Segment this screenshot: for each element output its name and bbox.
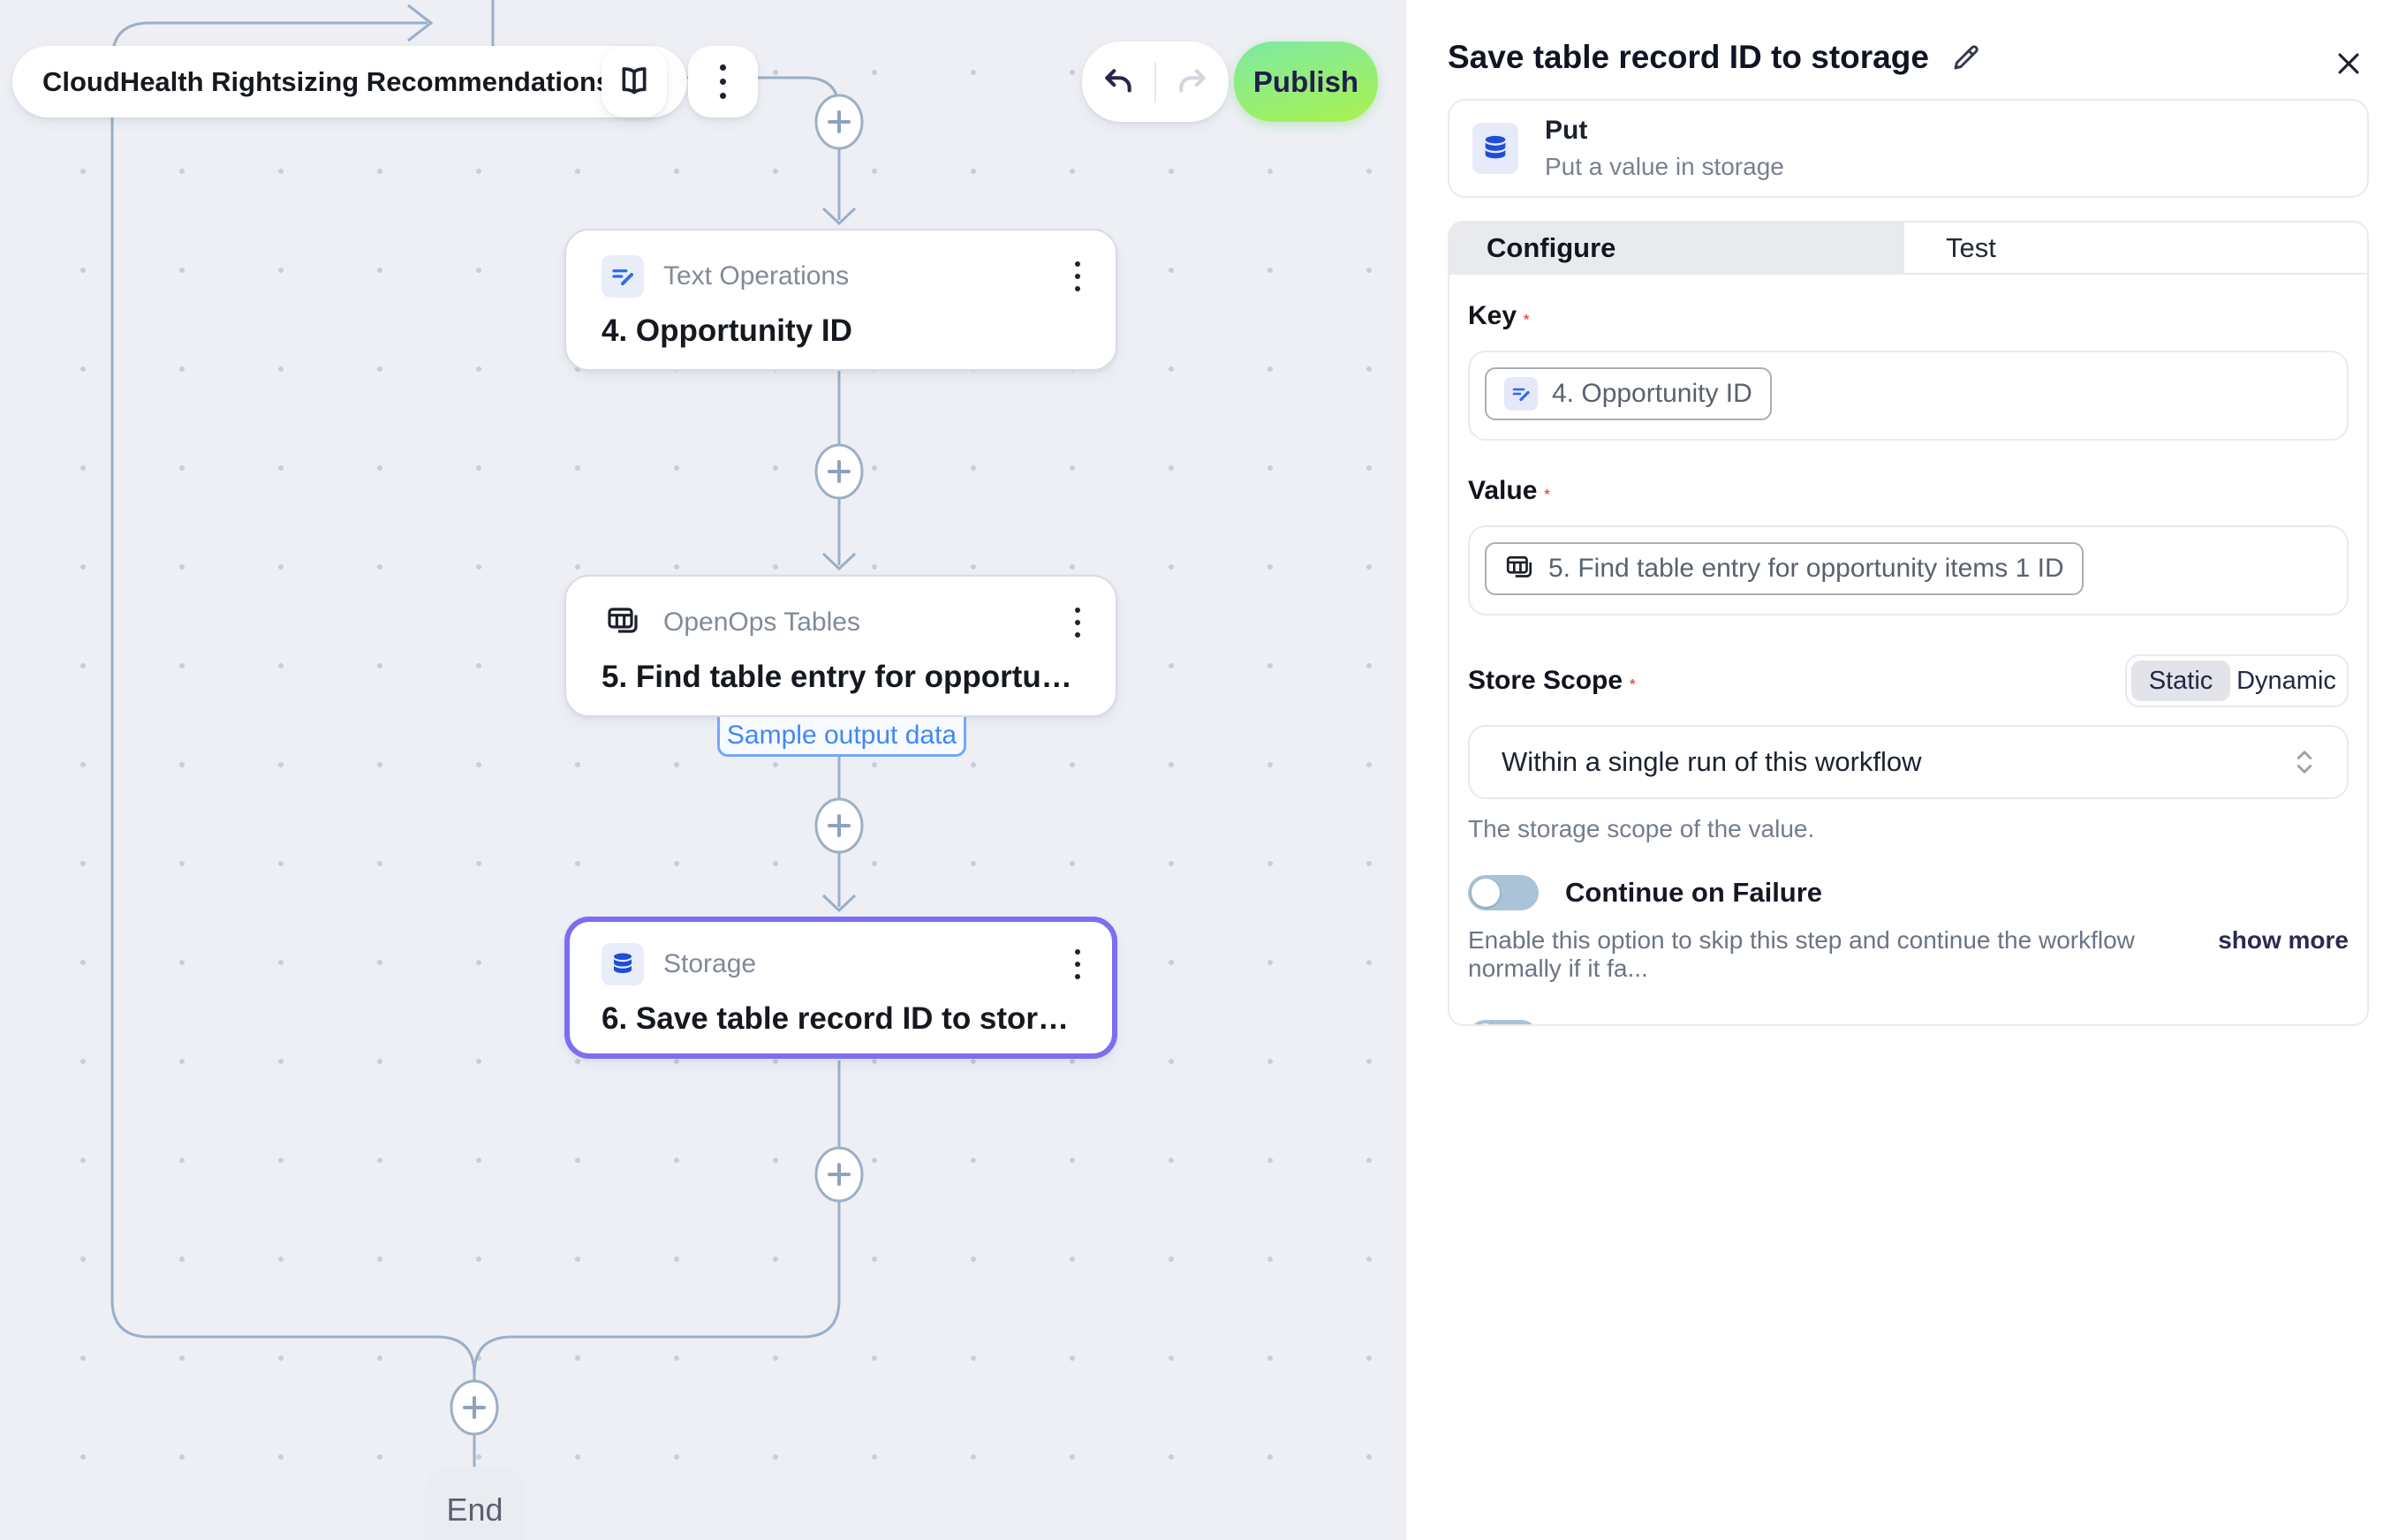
step-settings-panel: Save table record ID to storage Put Put …: [1405, 0, 2391, 1540]
node-title: 4. Opportunity ID: [602, 313, 852, 348]
publish-button[interactable]: Publish: [1234, 42, 1378, 122]
undo-redo-group: [1082, 42, 1229, 122]
workflow-selector[interactable]: CloudHealth Rightsizing Recommendations: [12, 46, 688, 117]
required-asterisk: *: [1630, 677, 1636, 692]
node-menu-button[interactable]: [1070, 602, 1086, 643]
close-icon: [2338, 53, 2359, 74]
continue-on-failure-description: Enable this option to skip this step and…: [1468, 926, 2135, 982]
workflow-name: CloudHealth Rightsizing Recommendations: [42, 65, 612, 97]
node-menu-button[interactable]: [1070, 944, 1086, 985]
continue-on-failure-label: Continue on Failure: [1565, 877, 1823, 908]
store-scope-select[interactable]: Within a single run of this workflow: [1468, 725, 2349, 799]
action-description: Put a value in storage: [1545, 153, 1784, 180]
workflow-node-openops-tables[interactable]: OpenOps Tables 5. Find table entry for o…: [564, 575, 1117, 717]
key-input[interactable]: 4. Opportunity ID: [1468, 351, 2349, 441]
sample-output-data-button[interactable]: Sample output data: [717, 717, 966, 757]
edit-pencil-icon[interactable]: [1950, 42, 1982, 73]
action-name: Put: [1545, 116, 1588, 145]
add-step-button[interactable]: [814, 94, 864, 150]
store-scope-label: Store Scope: [1468, 666, 1623, 695]
text-operations-icon: [1504, 377, 1538, 411]
required-asterisk: *: [1524, 313, 1530, 328]
docs-button[interactable]: [602, 46, 667, 117]
tab-test[interactable]: Test: [1946, 231, 1996, 263]
continue-on-failure-toggle[interactable]: [1468, 875, 1539, 910]
chip-label: 5. Find table entry for opportunity item…: [1548, 554, 2064, 583]
workflow-node-text-operations[interactable]: Text Operations 4. Opportunity ID: [564, 229, 1117, 371]
divider: [1154, 61, 1156, 102]
segment-dynamic[interactable]: Dynamic: [2236, 666, 2336, 695]
segment-static[interactable]: Static: [2131, 661, 2230, 701]
workflow-node-storage[interactable]: Storage 6. Save table record ID to stor…: [564, 917, 1117, 1059]
add-step-button[interactable]: [450, 1379, 499, 1436]
retry-on-failure-label: Retry on Failure: [1565, 1022, 1774, 1024]
key-variable-chip[interactable]: 4. Opportunity ID: [1485, 367, 1772, 420]
panel-title: Save table record ID to storage: [1448, 39, 1929, 75]
open-book-icon: [622, 66, 647, 94]
add-step-button[interactable]: [814, 797, 864, 854]
close-panel-button[interactable]: [2329, 44, 2368, 83]
node-title: 5. Find table entry for opportu…: [602, 660, 1072, 694]
storage-icon: [602, 943, 644, 985]
workflow-canvas[interactable]: CloudHealth Rightsizing Recommendations …: [0, 0, 1405, 1540]
workflow-menu-button[interactable]: [688, 46, 758, 117]
node-menu-button[interactable]: [1070, 256, 1086, 297]
node-app-label: Text Operations: [663, 261, 850, 291]
configure-card: Configure Test Key * 4. Opportunity ID: [1448, 221, 2369, 1026]
chip-label: 4. Opportunity ID: [1552, 379, 1752, 408]
redo-icon[interactable]: [1176, 65, 1209, 99]
retry-on-failure-toggle[interactable]: [1468, 1020, 1539, 1024]
storage-icon: [1472, 123, 1518, 174]
static-dynamic-toggle: Static Dynamic: [2125, 654, 2349, 707]
tab-configure[interactable]: Configure: [1449, 223, 1904, 273]
add-step-button[interactable]: [814, 443, 864, 500]
value-field-label: Value: [1468, 476, 1538, 505]
node-app-label: Storage: [663, 949, 757, 978]
action-summary-card: Put Put a value in storage: [1448, 99, 2369, 198]
workflow-edges: [110, 0, 864, 1467]
key-field-label: Key: [1468, 301, 1517, 330]
end-label: End: [446, 1491, 503, 1528]
undo-icon[interactable]: [1101, 65, 1135, 99]
add-step-button[interactable]: [814, 1146, 864, 1203]
text-operations-icon: [602, 255, 644, 298]
kebab-icon: [720, 64, 726, 99]
value-input[interactable]: 5. Find table entry for opportunity item…: [1468, 525, 2349, 615]
tables-icon: [1506, 555, 1532, 578]
node-title: 6. Save table record ID to stor…: [602, 1001, 1070, 1036]
node-app-label: OpenOps Tables: [663, 608, 860, 637]
tables-icon: [602, 601, 644, 644]
select-chevrons-icon: [2296, 751, 2312, 774]
required-asterisk: *: [1544, 487, 1550, 502]
value-variable-chip[interactable]: 5. Find table entry for opportunity item…: [1485, 542, 2084, 595]
end-node: End: [425, 1467, 525, 1540]
show-more-link[interactable]: show more: [2218, 926, 2349, 954]
store-scope-help: The storage scope of the value.: [1468, 815, 1815, 842]
panel-tabs: Configure Test: [1449, 223, 2367, 275]
store-scope-value: Within a single run of this workflow: [1502, 746, 1922, 777]
